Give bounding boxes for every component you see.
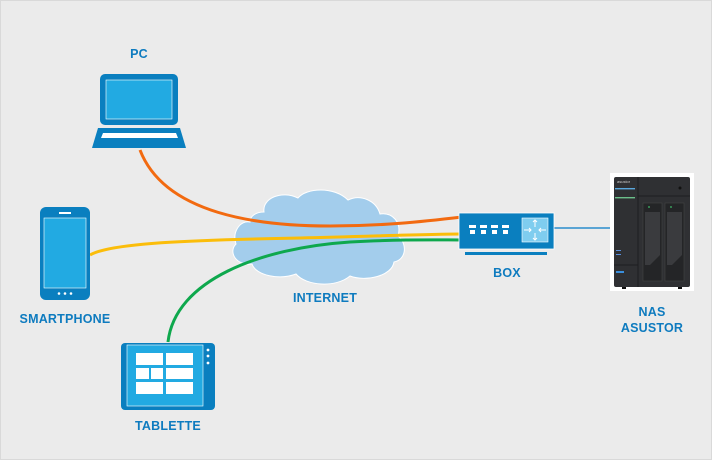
smartphone-icon	[40, 207, 90, 300]
nas-label-line1: NAS	[638, 305, 666, 319]
box-label: BOX	[493, 266, 521, 280]
tablet-icon	[121, 343, 215, 410]
connection-pc-box	[138, 149, 463, 228]
nas-label-line2: ASUSTOR	[620, 321, 684, 335]
internet-label: INTERNET	[292, 291, 358, 305]
pc-label: PC	[130, 47, 148, 61]
smartphone-label: SMARTPHONE	[19, 312, 111, 326]
tablette-label: TABLETTE	[135, 419, 201, 433]
connection-smartphone-box	[89, 232, 463, 257]
nas-label: NAS ASUSTOR	[608, 304, 696, 336]
nas-brand-text: asustor	[617, 179, 631, 184]
connection-tablette-box	[166, 238, 463, 343]
laptop-icon	[92, 74, 186, 148]
nas-device-icon: asustor	[610, 173, 694, 291]
router-icon	[458, 212, 555, 255]
